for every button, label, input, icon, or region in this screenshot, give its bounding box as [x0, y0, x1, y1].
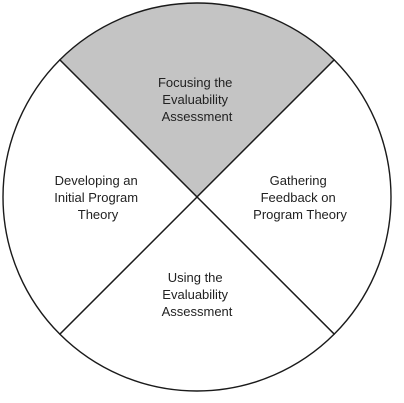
- label-focusing-line-2: Evaluability: [162, 92, 228, 107]
- label-developing-theory: Developing an Initial Program Theory: [54, 173, 141, 222]
- label-developing-line-1: Developing an: [55, 173, 138, 188]
- segment-using-assessment: [59, 196, 335, 392]
- label-developing-line-2: Initial Program: [54, 190, 138, 205]
- label-using-line-3: Assessment: [162, 304, 233, 319]
- segment-developing-theory: [2, 59, 198, 335]
- label-gathering-line-1: Gathering: [270, 173, 327, 188]
- label-using-line-2: Evaluability: [162, 287, 228, 302]
- label-using-line-1: Using the: [168, 270, 223, 285]
- label-gathering-feedback: Gathering Feedback on Program Theory: [253, 173, 347, 222]
- segment-gathering-feedback: [196, 59, 392, 335]
- label-focusing-line-1: Focusing the: [158, 75, 232, 90]
- label-gathering-line-3: Program Theory: [253, 207, 347, 222]
- label-focusing-line-3: Assessment: [162, 109, 233, 124]
- label-using-assessment: Using the Evaluability Assessment: [162, 270, 233, 319]
- label-gathering-line-2: Feedback on: [261, 190, 336, 205]
- label-developing-line-3: Theory: [78, 207, 119, 222]
- label-focusing: Focusing the Evaluability Assessment: [158, 75, 236, 124]
- segment-focusing: [59, 2, 335, 198]
